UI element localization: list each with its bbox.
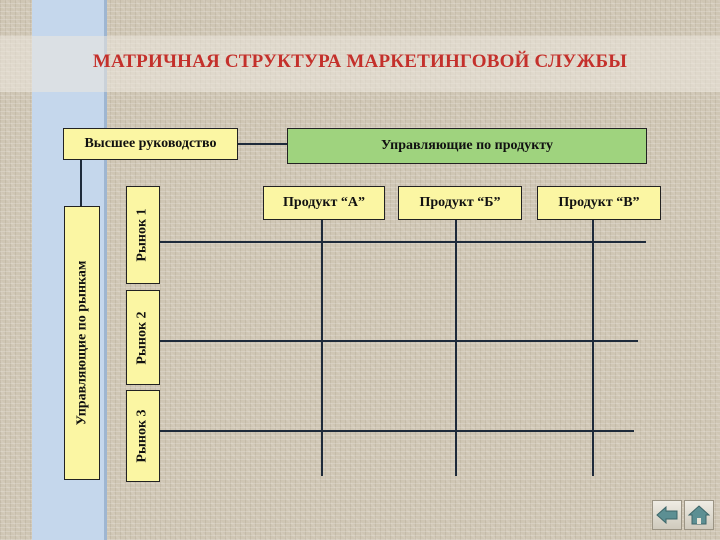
product-c-box: Продукт “В”: [537, 186, 661, 220]
product-c-label: Продукт “В”: [558, 195, 640, 210]
product-a-box: Продукт “А”: [263, 186, 385, 220]
market-managers-label: Управляющие по рынкам: [74, 260, 90, 426]
top-management-box: Высшее руководство: [63, 128, 238, 160]
market-3-label: Рынок 3: [135, 409, 150, 463]
product-managers-box: Управляющие по продукту: [287, 128, 647, 164]
market-3-box: Рынок 3: [126, 390, 160, 482]
side-stripe-edge: [104, 0, 107, 540]
product-managers-label: Управляющие по продукту: [381, 138, 553, 153]
home-button[interactable]: [684, 500, 714, 530]
back-arrow-icon: [656, 506, 678, 524]
back-button[interactable]: [652, 500, 682, 530]
grid-line-market-3: [160, 430, 634, 432]
slide-title: МАТРИЧНАЯ СТРУКТУРА МАРКЕТИНГОВОЙ СЛУЖБЫ: [92, 51, 628, 72]
product-a-label: Продукт “А”: [283, 195, 365, 210]
product-b-box: Продукт “Б”: [398, 186, 522, 220]
grid-line-product-a: [321, 220, 323, 476]
grid-line-product-b: [455, 220, 457, 476]
product-b-label: Продукт “Б”: [419, 195, 501, 210]
grid-line-product-c: [592, 220, 594, 476]
market-1-label: Рынок 1: [135, 208, 150, 262]
top-management-label: Высшее руководство: [84, 136, 217, 151]
home-icon: [688, 505, 710, 525]
grid-line-market-2: [160, 340, 638, 342]
market-2-box: Рынок 2: [126, 290, 160, 385]
title-panel: [0, 36, 720, 92]
connector-vertical-left: [80, 160, 82, 206]
connector-top: [238, 143, 287, 145]
market-1-box: Рынок 1: [126, 186, 160, 284]
grid-line-market-1: [160, 241, 646, 243]
market-managers-box: Управляющие по рынкам: [64, 206, 100, 480]
market-2-label: Рынок 2: [135, 310, 150, 365]
